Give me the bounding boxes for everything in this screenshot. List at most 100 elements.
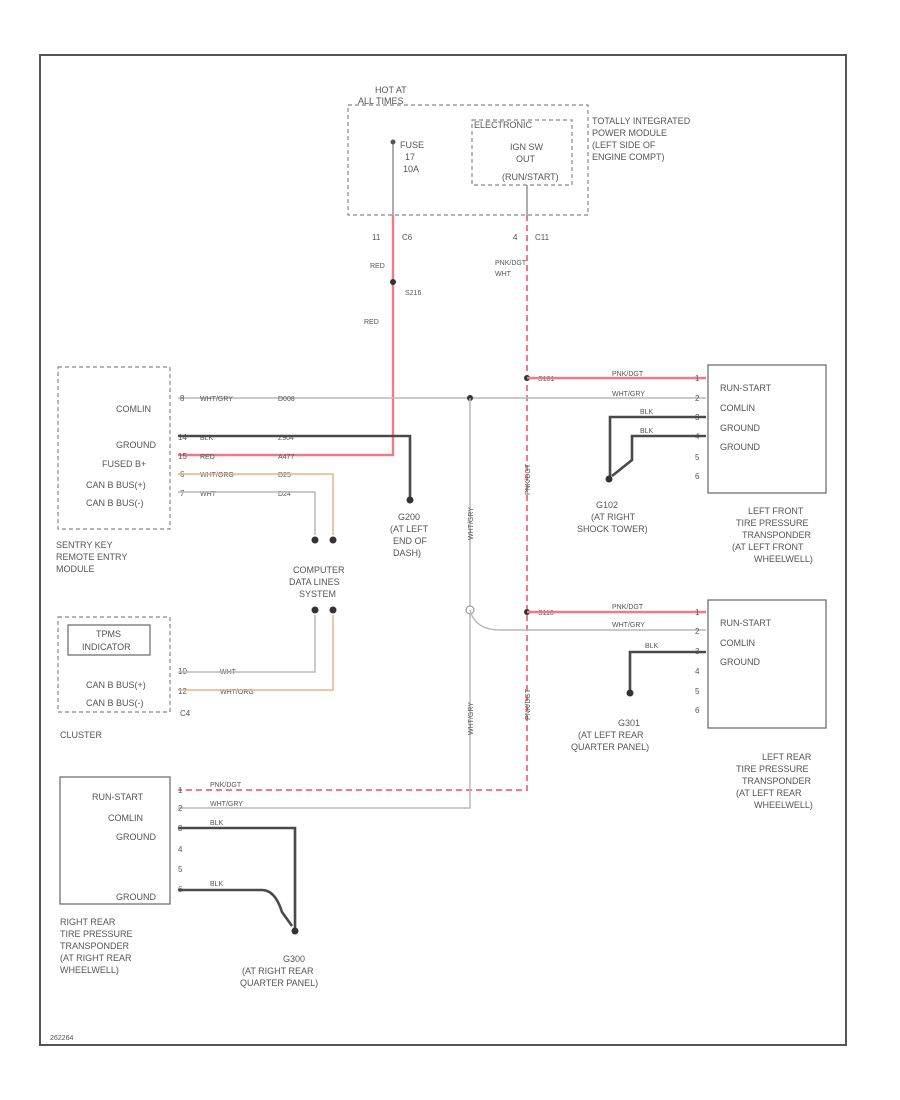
sentry-name-1: SENTRY KEY [56,540,113,550]
wire-label-red-2: RED [364,319,379,326]
module-name-2: POWER MODULE [592,128,667,138]
wire-label-pnkdgt-top: PNK/DGT [495,260,527,267]
g300-l2: QUARTER PANEL) [240,978,318,988]
sentry-label-fused: FUSED B+ [102,459,146,469]
relay-label-2: OUT [516,154,536,164]
lf-name-3: TRANSPONDER [742,530,812,540]
left-rear-transponder: RUN-START COMLIN GROUND 1 2 3 4 5 6 PNK/… [612,599,827,810]
lr-pin-6: 6 [695,706,700,715]
lr-wire-3: BLK [645,643,659,650]
sentry-canb-minus-wire [178,491,316,535]
lr-name-5: WHEELWELL) [754,800,813,810]
sentry-wire-15: RED [200,454,215,461]
lf-pin-5: 5 [695,453,700,462]
lr-label-ground: GROUND [720,657,760,667]
ground-g300-symbol [291,927,299,935]
lf-ground-wire-b [611,434,706,478]
splice-label-s101: S101 [538,376,554,383]
lr-name-2: TIRE PRESSURE [736,764,809,774]
rr-label-run: RUN-START [92,792,144,802]
sentry-label-comlin: COMLIN [116,404,151,414]
sentry-pin-8: 8 [180,394,185,403]
g200-l1: (AT LEFT [390,524,429,534]
cluster: TPMS INDICATOR CAN B BUS(+) CAN B BUS(-)… [57,616,254,740]
tpms-label-1: TPMS [96,629,121,639]
vertical-pink-label-1: PNK/DGT [525,463,532,495]
comlin-branch-left-rear [469,609,706,631]
sentry-code-6: D25 [278,472,291,479]
lf-ground-wire-a [608,415,706,476]
g102-l1: (AT RIGHT [591,512,636,522]
data-line-plug-top-2 [329,536,337,544]
relay-label-1: IGN SW [510,142,544,152]
lr-label-comlin: COMLIN [720,638,755,648]
splice-s216 [390,279,396,285]
g300-l1: (AT RIGHT REAR [242,966,314,976]
lr-name-4: (AT LEFT REAR [736,788,802,798]
sentry-code-14: Z904 [278,435,294,442]
rr-wire-3: BLK [210,820,224,827]
ground-g301-symbol [626,689,634,697]
g102-l2: SHOCK TOWER) [577,524,648,534]
cluster-wire-12: WHT/ORG [220,689,254,696]
cluster-name: CLUSTER [60,730,103,740]
left-front-transponder: RUN-START COMLIN GROUND GROUND 1 2 3 4 5… [612,364,827,564]
cluster-outline [57,616,171,713]
sentry-code-7: D24 [278,491,291,498]
sentry-pin-15: 15 [178,452,187,461]
lr-name-1: LEFT REAR [762,752,812,762]
diagram-frame [39,54,847,1046]
left-front-box [707,364,827,494]
splice-label-s110: S110 [538,610,554,617]
wire-label-wht-top: WHT [495,271,512,278]
left-rear-box [707,599,827,729]
sentry-code-8: D008 [278,396,295,403]
sentry-pin-14: 14 [178,433,187,442]
g200-id: G200 [398,512,420,522]
cluster-label-canb2: CAN B BUS(-) [86,698,144,708]
hot-label-1: HOT AT [375,85,407,95]
lr-ground-wire [628,650,706,690]
g200-l2: END OF [393,536,428,546]
rr-wire-6: BLK [210,881,224,888]
lf-name-2: TIRE PRESSURE [736,518,809,528]
relay-label-3: (RUN/START) [502,172,559,182]
lf-label-run: RUN-START [720,383,772,393]
data-line-plug-top-1 [311,536,319,544]
sentry-wire-6: WHT/ORG [200,472,234,479]
rr-wire-1: PNK/DGT [210,782,242,789]
g301-l1: (AT LEFT REAR [578,730,644,740]
cluster-canb-plus-wire [178,615,334,691]
fuse-label-1: FUSE [400,140,424,150]
g300-id: G300 [283,954,305,964]
hot-label-2: ALL TIMES [358,96,404,106]
cluster-pin-12: 12 [178,687,187,696]
fuse-node [390,139,396,145]
module-pin-left: 11 [372,233,381,242]
comlin-bus-vertical [178,398,471,809]
sentry-label-canb2: CAN B BUS(-) [86,498,144,508]
power-module: HOT AT ALL TIMES FUSE 17 10A ELECTRONIC … [347,85,691,242]
power-module-outline [347,104,589,216]
lr-wire-1: PNK/DGT [612,604,644,611]
lr-pin-1: 1 [695,608,700,617]
sentry-ground-wire [178,434,412,498]
lf-label-ground1: GROUND [720,423,760,433]
module-conn-left: C6 [402,233,413,242]
rr-name-4: (AT RIGHT REAR [60,953,132,963]
rr-wire-2: WHT/GRY [210,801,243,808]
rr-label-ground1: GROUND [116,832,156,842]
right-rear-transponder: RUN-START COMLIN GROUND GROUND 1 2 3 4 5… [59,776,243,975]
rr-name-2: TIRE PRESSURE [60,929,133,939]
lf-wire-3: BLK [640,409,654,416]
tpms-indicator-box [67,624,151,656]
rr-name-1: RIGHT REAR [60,917,116,927]
rr-name-3: TRANSPONDER [60,941,130,951]
module-name-4: ENGINE COMPT) [592,152,665,162]
vertical-gray-label-1: WHT/GRY [468,507,475,540]
red-feed-wire [178,215,395,457]
lr-pin-5: 5 [695,687,700,696]
fuse-label-3: 10A [403,164,419,174]
